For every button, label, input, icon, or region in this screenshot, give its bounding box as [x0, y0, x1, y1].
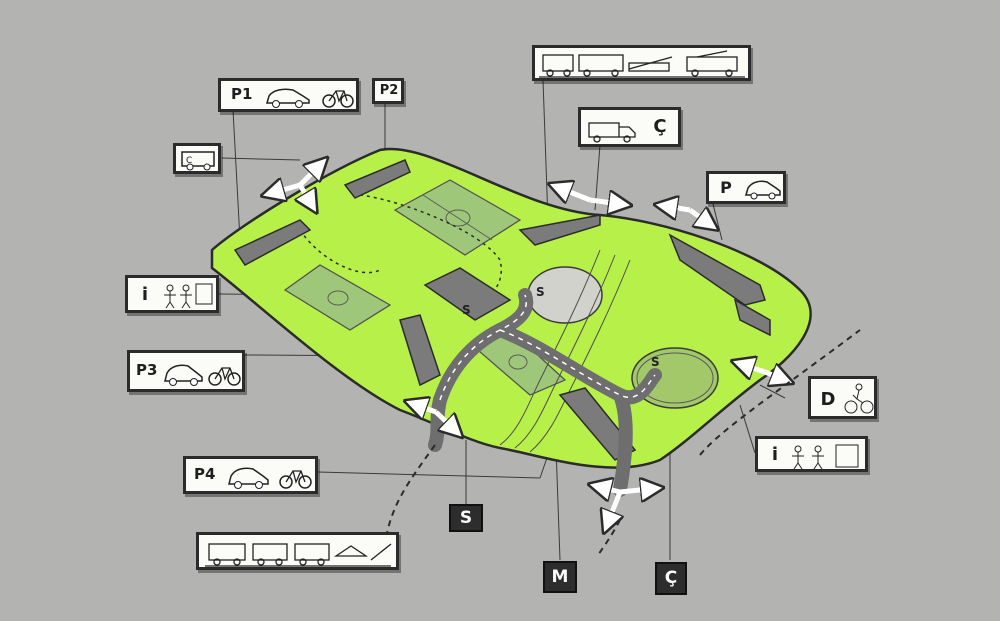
parking-icon: P: [720, 178, 732, 197]
dotted-path-2: [359, 194, 502, 301]
svg-text:C: C: [186, 156, 192, 166]
station-tag-m: M: [543, 561, 577, 593]
s-mark-1: S: [536, 285, 545, 299]
legend-box-d: D: [808, 376, 877, 419]
cyclist-icon: [844, 383, 874, 414]
bus-icon: C: [181, 151, 215, 171]
legend-box-trains-top: [532, 45, 751, 81]
legend-box-p1: P1: [218, 78, 359, 112]
legend-box-info-right: i: [755, 436, 868, 472]
dashed-access-path-left: [384, 444, 436, 546]
dashed-access-path-bottom: [597, 519, 621, 556]
s-mark-3: S: [651, 355, 660, 369]
truck-icon: [588, 122, 636, 143]
people-icon: [792, 444, 859, 470]
legend-box-p-right: P: [706, 171, 786, 204]
parking-icon: P4: [194, 465, 216, 483]
car-icon: [164, 364, 203, 386]
contour-lines: [499, 249, 631, 453]
legend-box-p4: P4: [183, 456, 318, 494]
drop-off-icon: D: [820, 389, 836, 410]
legend-box-p2: P2: [372, 78, 404, 104]
info-icon: i: [141, 284, 149, 305]
field-markings: [327, 194, 528, 370]
access-arrows: [265, 160, 790, 530]
info-icon: i: [771, 444, 779, 465]
legend-box-truck-c: Ç: [578, 107, 681, 147]
c-icon: Ç: [653, 116, 667, 137]
parking-icon: P3: [136, 361, 158, 379]
people-icon: [164, 283, 213, 309]
parking-icon: P1: [231, 85, 253, 103]
s-mark-2: S: [462, 303, 471, 317]
bicycle-icon: [208, 367, 241, 386]
plaza-ellipse-c: [631, 347, 719, 409]
dashed-access-path-right: [699, 329, 861, 456]
legend-box-bus: C: [173, 143, 221, 174]
legend-box-info-left: i: [125, 275, 219, 313]
bicycle-icon: [279, 470, 312, 489]
parking-icon: P2: [379, 83, 399, 98]
train-icon: [539, 50, 745, 78]
legend-box-trains-bottom: [196, 532, 399, 570]
train-icon: [205, 543, 392, 567]
car-icon: [228, 467, 269, 489]
car-icon: [266, 88, 310, 108]
car-icon: [745, 180, 781, 200]
station-tag-c: Ç: [655, 562, 687, 595]
bicycle-icon: [322, 90, 354, 108]
station-tag-s: S: [449, 504, 483, 532]
parking-areas: [233, 159, 771, 461]
legend-box-p3: P3: [127, 350, 245, 392]
